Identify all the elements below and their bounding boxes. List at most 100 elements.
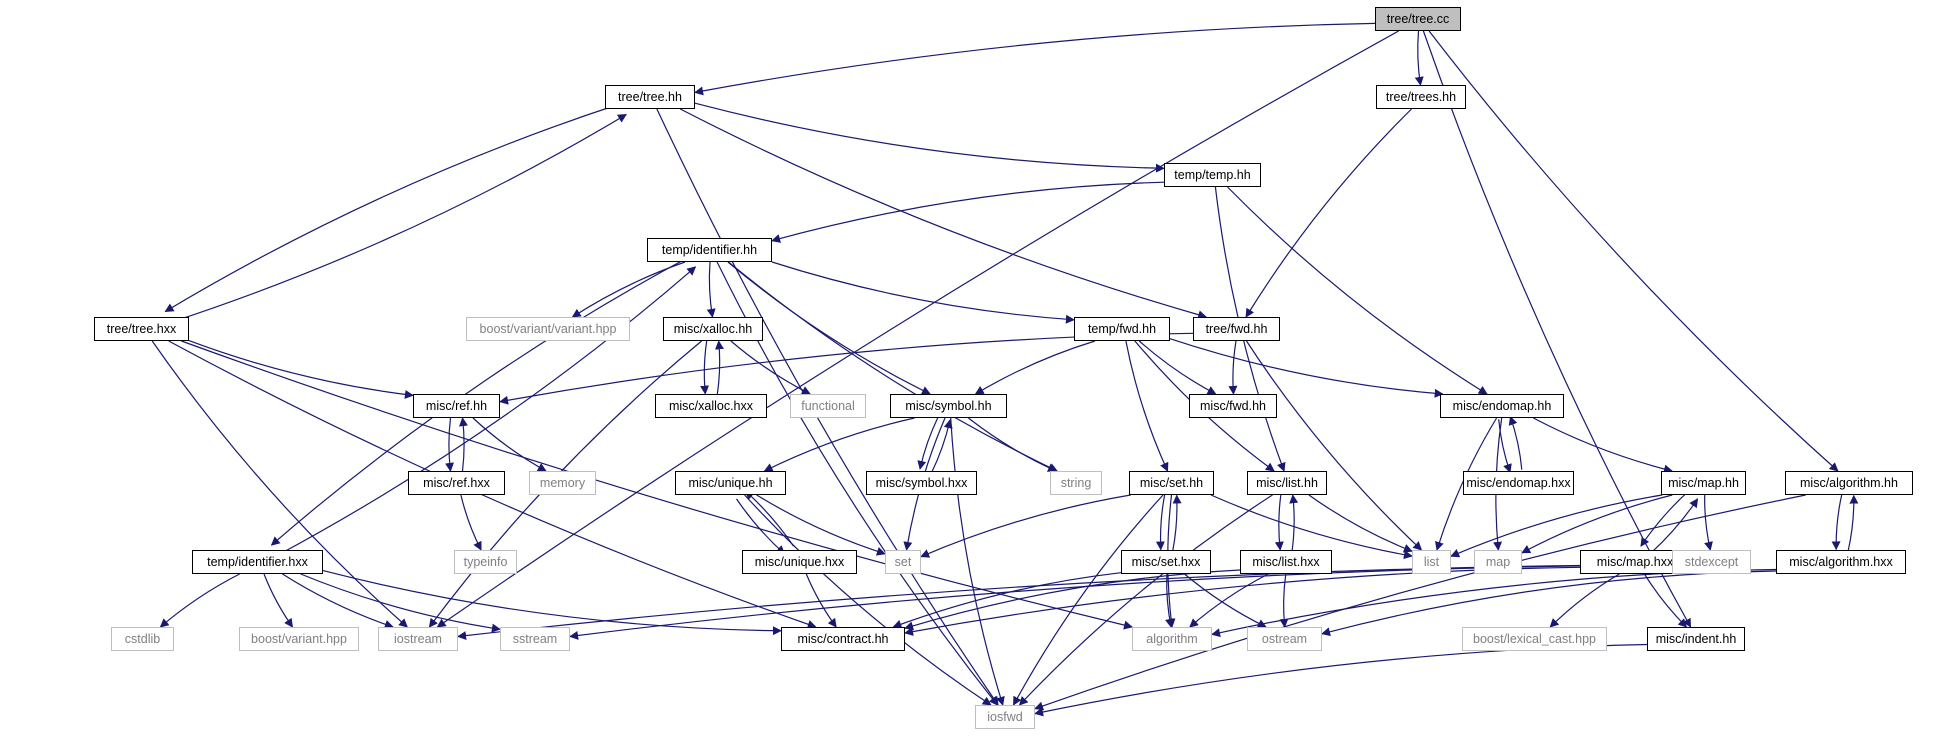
edge-set-hh-to-set-hxx — [1155, 494, 1166, 551]
edge-identifier-hxx-to-boost-variant-hpp — [263, 573, 294, 628]
node-identifier-hxx[interactable]: temp/identifier.hxx — [192, 550, 323, 574]
edge-map-hh-to-map-hxx — [1640, 490, 1690, 547]
node-unique-hh[interactable]: misc/unique.hh — [675, 471, 786, 495]
edge-set-hxx-to-contract-hh — [892, 572, 1122, 629]
node-set-hxx[interactable]: misc/set.hxx — [1121, 550, 1211, 574]
node-unique-hxx[interactable]: misc/unique.hxx — [742, 550, 857, 574]
node-iosfwd: iosfwd — [975, 705, 1035, 729]
node-identifier-hh[interactable]: temp/identifier.hh — [647, 238, 772, 262]
edge-set-hh-to-iosfwd — [1012, 494, 1164, 706]
edge-ref-hxx-to-ref-hh — [459, 417, 468, 472]
node-set-hh[interactable]: misc/set.hh — [1129, 471, 1214, 495]
edge-algorithm-hxx-to-ostream — [1321, 570, 1777, 637]
node-ref-hh[interactable]: misc/ref.hh — [413, 394, 500, 418]
node-contract-hh[interactable]: misc/contract.hh — [781, 627, 905, 651]
edge-endomap-hxx-to-endomap-hh — [1508, 415, 1523, 470]
edge-unique-hh-to-unique-hxx — [736, 498, 786, 555]
edge-tree-hxx-to-tree-hh — [170, 113, 627, 324]
edge-algorithm-hxx-to-algorithm — [1211, 568, 1777, 638]
edge-map-hh-to-stdexcept — [1704, 494, 1713, 551]
node-endomap-hxx[interactable]: misc/endomap.hxx — [1463, 471, 1574, 495]
edge-map-hxx-to-indent-hh — [1643, 573, 1688, 628]
edge-set-hxx-to-set-hh — [1172, 494, 1182, 551]
edge-tree-hxx-to-ref-hh — [188, 340, 414, 399]
edge-temp-fwd-hh-to-symbol-hh — [974, 340, 1096, 395]
node-list-hxx[interactable]: misc/list.hxx — [1240, 550, 1332, 574]
node-list: list — [1412, 550, 1451, 574]
node-symbol-hh[interactable]: misc/symbol.hh — [890, 394, 1007, 418]
edge-symbol-hh-to-string — [968, 417, 1057, 472]
edge-trees-hh-to-tree-fwd-hh — [1245, 108, 1412, 318]
edge-identifier-hh-to-identifier-hxx — [270, 256, 689, 546]
node-indent-hh[interactable]: misc/indent.hh — [1647, 627, 1745, 651]
edge-tree-hxx-to-iostream — [151, 340, 408, 628]
edge-ref-hh-to-memory — [472, 417, 547, 472]
edge-temp-fwd-hh-to-misc-fwd-hh — [1138, 340, 1217, 395]
edge-map-hxx-to-boost-lexical-cast-hpp — [1549, 573, 1620, 628]
node-symbol-hxx[interactable]: misc/symbol.hxx — [866, 471, 977, 495]
node-xalloc-hxx[interactable]: misc/xalloc.hxx — [655, 394, 767, 418]
node-tree-hxx[interactable]: tree/tree.hxx — [94, 317, 189, 341]
edge-ref-hh-to-ref-hxx — [445, 417, 454, 472]
edge-unique-hh-to-iosfwd — [744, 494, 992, 706]
edge-list-hh-to-iosfwd — [1018, 494, 1273, 706]
edge-tree-hh-to-temp-hh — [694, 102, 1165, 173]
node-functional: functional — [790, 394, 866, 418]
edge-indent-hh-to-iosfwd — [1034, 643, 1648, 717]
node-algorithm-hxx[interactable]: misc/algorithm.hxx — [1776, 550, 1906, 574]
node-string: string — [1050, 471, 1102, 495]
edge-map-hxx-to-map-hh — [1649, 498, 1699, 555]
edge-map-hh-to-map — [1521, 494, 1673, 554]
node-tree-fwd-hh[interactable]: tree/fwd.hh — [1193, 317, 1280, 341]
edge-temp-hh-to-endomap-hh — [1227, 186, 1488, 395]
edge-algorithm-hh-to-iosfwd — [1034, 494, 1806, 711]
edge-endomap-hh-to-list — [1435, 417, 1498, 551]
edge-symbol-hh-to-unique-hh — [763, 417, 915, 472]
node-ostream: ostream — [1247, 627, 1322, 651]
node-xalloc-hh[interactable]: misc/xalloc.hh — [663, 317, 763, 341]
edge-set-hxx-to-algorithm — [1165, 573, 1174, 628]
node-list-hh[interactable]: misc/list.hh — [1247, 471, 1327, 495]
edge-identifier-hh-to-string — [728, 261, 1058, 472]
node-misc-fwd-hh[interactable]: misc/fwd.hh — [1189, 394, 1277, 418]
edge-tree-fwd-hh-to-list — [1245, 340, 1423, 551]
node-endomap-hh[interactable]: misc/endomap.hh — [1440, 394, 1564, 418]
edge-set-hh-to-set — [920, 494, 1131, 558]
node-algorithm-hh[interactable]: misc/algorithm.hh — [1785, 471, 1913, 495]
node-cstdlib: cstdlib — [111, 627, 174, 651]
edge-symbol-hh-to-symbol-hxx — [917, 415, 940, 470]
edge-identifier-hxx-to-identifier-hh — [278, 266, 697, 556]
edge-tree-fwd-hh-to-ref-hh — [499, 332, 1194, 405]
node-boost-variant-hpp: boost/variant.hpp — [239, 627, 359, 651]
edge-map-hh-to-list — [1450, 494, 1663, 558]
node-memory: memory — [529, 471, 596, 495]
edge-tree-cc-to-trees-hh — [1414, 30, 1424, 86]
edge-algorithm-hxx-to-algorithm-hh — [1847, 494, 1859, 551]
edge-identifier-hxx-to-iostream — [282, 573, 394, 629]
edge-map-hxx-to-iostream — [457, 564, 1581, 641]
edge-unique-hxx-to-unique-hh — [744, 490, 794, 547]
node-tree-hh[interactable]: tree/tree.hh — [605, 85, 695, 109]
node-map-hxx[interactable]: misc/map.hxx — [1580, 550, 1690, 574]
node-trees-hh[interactable]: tree/trees.hh — [1376, 85, 1466, 109]
node-temp-hh[interactable]: temp/temp.hh — [1164, 163, 1261, 187]
edge-set-hh-to-list — [1210, 494, 1413, 560]
edge-tree-hh-to-tree-fwd-hh — [680, 108, 1208, 320]
node-algorithm: algorithm — [1132, 627, 1212, 651]
node-tree-cc[interactable]: tree/tree.cc — [1375, 7, 1461, 31]
edge-temp-hh-to-identifier-hh — [771, 181, 1165, 243]
node-boost-lexical-cast-hpp: boost/lexical_cast.hpp — [1462, 627, 1607, 651]
edge-xalloc-hh-to-functional — [730, 340, 811, 395]
edge-algorithm-hh-to-algorithm-hxx — [1831, 494, 1843, 551]
node-ref-hxx[interactable]: misc/ref.hxx — [408, 471, 505, 495]
node-iostream: iostream — [378, 627, 458, 651]
node-temp-fwd-hh[interactable]: temp/fwd.hh — [1074, 317, 1170, 341]
node-set: set — [885, 550, 921, 574]
edge-list-hxx-to-algorithm — [1189, 573, 1269, 628]
edge-endomap-hh-to-endomap-hxx — [1498, 419, 1512, 474]
node-map-hh[interactable]: misc/map.hh — [1661, 471, 1746, 495]
edge-ref-hxx-to-typeinfo — [460, 494, 482, 551]
edge-identifier-hxx-to-contract-hh — [322, 570, 782, 636]
